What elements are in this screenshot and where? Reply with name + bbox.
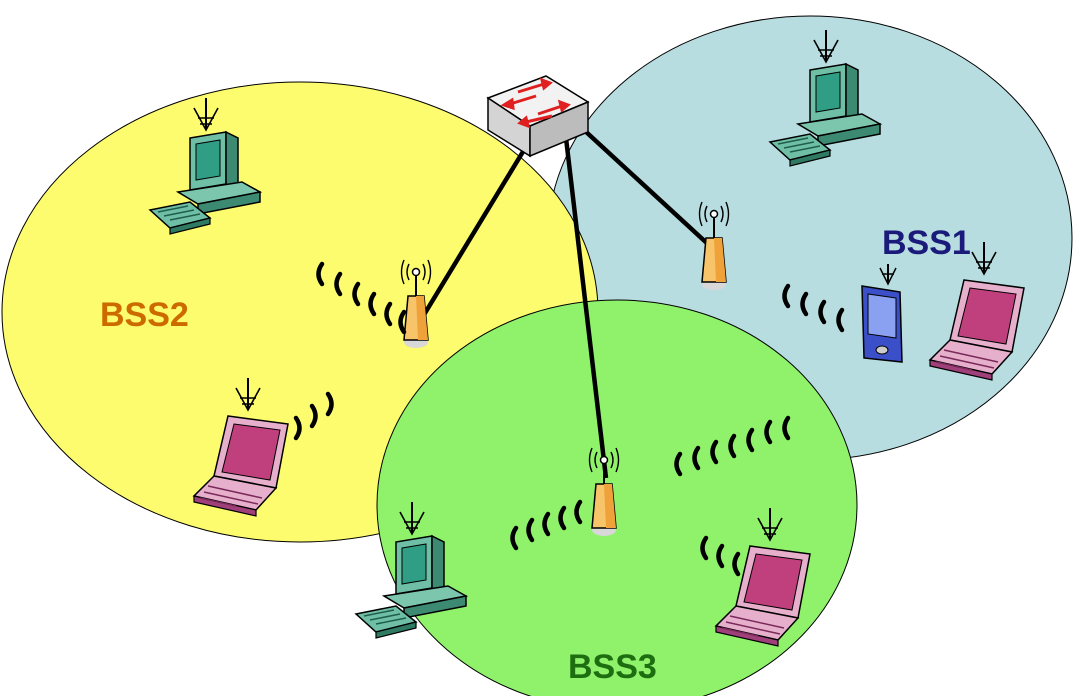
pda-icon bbox=[861, 264, 903, 363]
bss3-coverage-area bbox=[376, 299, 858, 696]
link-switch-ap3 bbox=[563, 137, 609, 479]
bss2-label: BSS2 bbox=[100, 296, 189, 334]
link-switch-ap2 bbox=[420, 148, 526, 320]
wired-links bbox=[420, 128, 712, 479]
network-switch-icon bbox=[486, 75, 590, 158]
link-switch-ap1 bbox=[582, 128, 712, 248]
bss1-label: BSS1 bbox=[882, 224, 971, 262]
bss3-label: BSS3 bbox=[568, 648, 657, 686]
